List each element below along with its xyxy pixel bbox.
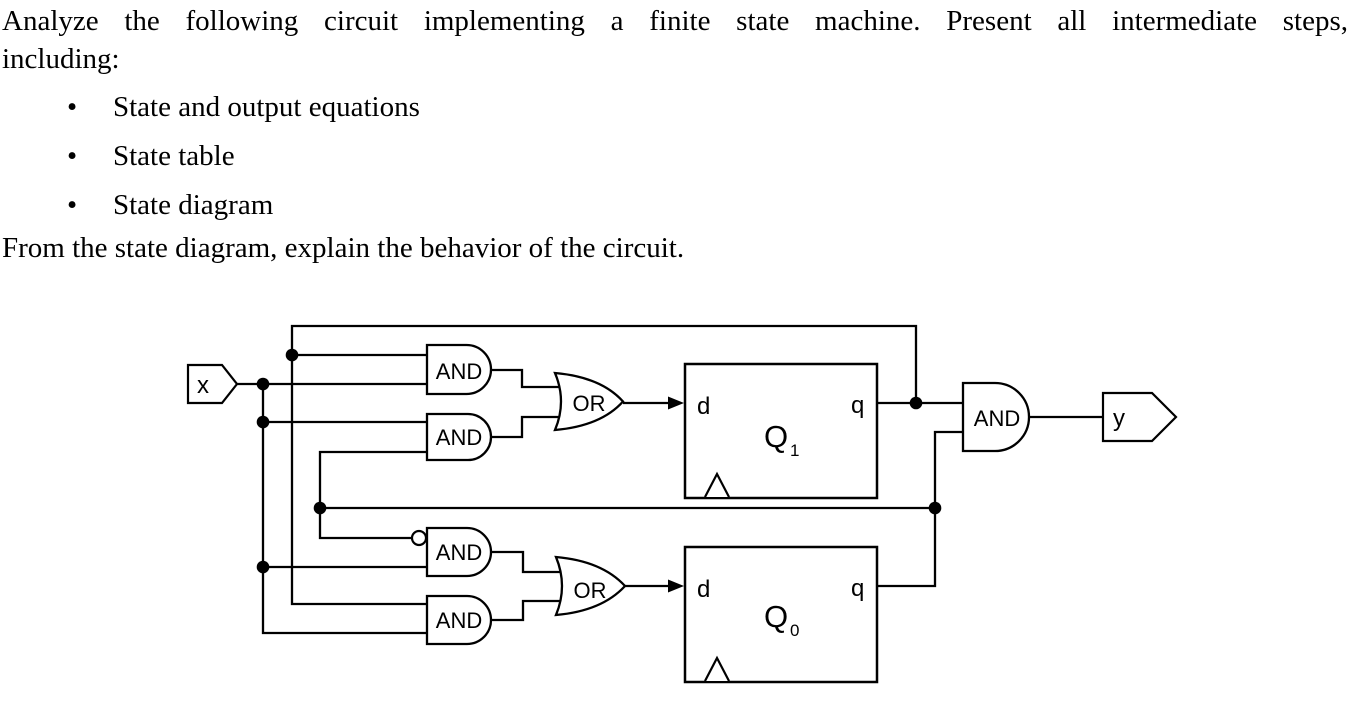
junction-dots [256, 348, 942, 574]
junction-dot [285, 348, 299, 362]
and-gate-1 [425, 343, 493, 396]
output-and-gate [961, 381, 1031, 453]
d-input-label: d [697, 576, 710, 603]
or-gate-label: OR [573, 391, 606, 416]
output-tag-y [1101, 391, 1178, 443]
and-gate-3 [425, 526, 493, 578]
gates [425, 343, 1031, 646]
bullet-text: State table [113, 139, 235, 172]
and-gate-label: AND [436, 608, 482, 633]
list-item: • State table [2, 131, 1348, 180]
or-gate-label: OR [574, 578, 607, 603]
clock-symbols [704, 471, 730, 682]
wire-and3-to-or2 [491, 550, 570, 574]
junction-dot [909, 396, 923, 410]
question-footer: From the state diagram, explain the beha… [2, 232, 685, 264]
bullet-text: State diagram [113, 188, 274, 221]
list-item: • State and output equations [2, 82, 1348, 131]
ff-name-label: Q [764, 599, 788, 634]
and-gate-label: AND [974, 406, 1020, 431]
or-gate-2 [554, 555, 627, 617]
bullet-text: State and output equations [113, 90, 420, 123]
question-line-1: Analyze the following circuit implementi… [2, 5, 1348, 37]
question-line-2: including: [2, 43, 120, 75]
wire-and1-to-or1 [491, 368, 570, 389]
bullet-icon: • [67, 90, 78, 123]
ff-subscript-label: 1 [790, 441, 799, 460]
list-item: • State diagram [2, 180, 1348, 229]
ff-subscript-label: 0 [790, 621, 799, 640]
bullet-icon: • [67, 188, 78, 221]
wire-q0-branch [318, 450, 427, 540]
input-tag-x [186, 363, 239, 405]
not-bubble-icon [410, 529, 428, 547]
and-gate-label: AND [436, 425, 482, 450]
and-gate-label: AND [436, 540, 482, 565]
clock-edge-icon [704, 471, 730, 498]
and-gate-2 [425, 412, 493, 462]
arrowhead-icon [668, 396, 684, 410]
ff-name-label: Q [764, 419, 788, 454]
clock-edge-icon [704, 655, 730, 682]
junction-dot [928, 501, 942, 515]
d-input-label: d [697, 393, 710, 420]
junction-dot [256, 415, 270, 429]
junction-dot [313, 501, 327, 515]
and-gate-label: AND [436, 359, 482, 384]
question-text: Analyze the following circuit implementi… [2, 2, 1348, 267]
bullet-list: • State and output equations • State tab… [2, 82, 1348, 229]
wire-and2-to-or1 [491, 415, 570, 439]
or-gate-1 [553, 371, 625, 432]
junction-dot [256, 560, 270, 574]
bullet-icon: • [67, 139, 78, 172]
flipflops [683, 362, 879, 684]
q-output-label: q [851, 575, 864, 602]
wire-q1-feedback [290, 324, 918, 606]
and-gate-4 [425, 594, 493, 646]
wires [237, 324, 1103, 635]
output-y-label: y [1113, 405, 1125, 432]
wire-and4-to-or2 [491, 599, 570, 622]
wire-x-bus [261, 384, 427, 635]
input-x-label: x [197, 372, 209, 399]
arrowhead-icon [668, 579, 684, 593]
junction-dot [256, 377, 270, 391]
q-output-label: q [851, 392, 864, 419]
